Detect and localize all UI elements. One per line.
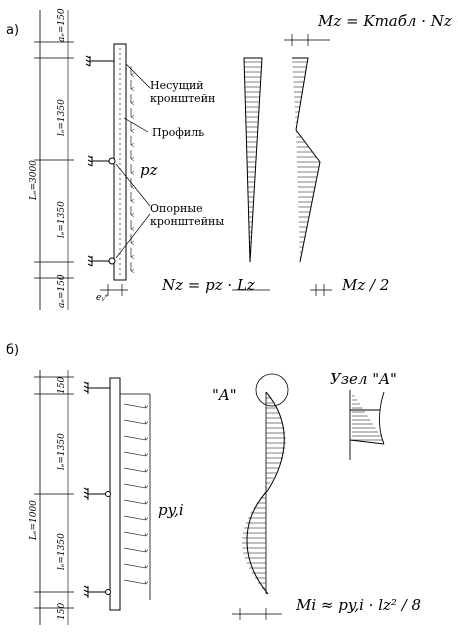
- dim-a-lower-span: lₑ=1350: [57, 201, 67, 238]
- profile-column-b: [109, 377, 121, 611]
- dim-eccentricity: eᵧᵉ: [96, 293, 109, 303]
- label-profile: Профиль: [152, 126, 204, 139]
- formula-moment-half: Mz / 2: [341, 276, 389, 294]
- moment-hatch-b: [242, 397, 286, 589]
- bracket-b-mid: [83, 487, 111, 500]
- moment-hatch-a: [292, 61, 320, 258]
- label-load-py: py,i: [158, 501, 184, 519]
- dim-b-upper-span: lₑ=1350: [57, 433, 67, 470]
- bracket-support-a-bottom: [87, 255, 116, 267]
- node-detail-hatch: [352, 395, 383, 441]
- dim-b-lower-span: lₑ=1350: [57, 533, 67, 570]
- dim-b-bottom: 150: [57, 603, 67, 620]
- moment-diagram-a: [292, 57, 321, 263]
- formula-moment-b: Mi ≈ py,i · lz² / 8: [295, 596, 421, 614]
- dim-a-upper-span: lₑ=1350: [57, 99, 67, 136]
- panel-a: а) aₑ=150 lₑ=1350 Lₑ=3000 lₑ=1350 aₑ=150: [6, 8, 458, 310]
- bracket-b-bottom: [83, 585, 111, 598]
- axial-force-diagram: [243, 57, 263, 263]
- label-load-pz: pz: [140, 161, 158, 179]
- panel-a-label: а): [6, 23, 19, 38]
- node-a-marker: [255, 373, 289, 407]
- label-node-ref: "A": [212, 386, 237, 404]
- dim-a-top: aₑ=150: [57, 8, 67, 42]
- dim-b-top: 150: [57, 377, 67, 394]
- label-node-title: Узел "A": [330, 370, 397, 388]
- formula-moment-top: Mz = Kтабл · Nz · eᵧᵉ: [317, 12, 458, 30]
- bracket-carrying-a: [85, 55, 114, 67]
- panel-b-label: б): [6, 343, 19, 358]
- dim-a-bottom: aₑ=150: [57, 274, 67, 308]
- formula-axial: Nz = pz · Lz: [161, 276, 255, 294]
- panel-b: б) 150 lₑ=1350 Lₑ=1000 lₑ=1350 150: [6, 343, 421, 625]
- node-detail-diagram: [349, 390, 385, 460]
- dim-b-total: Lₑ=1000: [29, 500, 39, 541]
- load-arrows-b: [123, 403, 146, 584]
- axial-force-hatch: [244, 61, 262, 258]
- dim-a-total: Lₑ=3000: [29, 160, 39, 201]
- bracket-support-a-mid: [87, 155, 116, 167]
- bracket-b-top: [83, 381, 110, 394]
